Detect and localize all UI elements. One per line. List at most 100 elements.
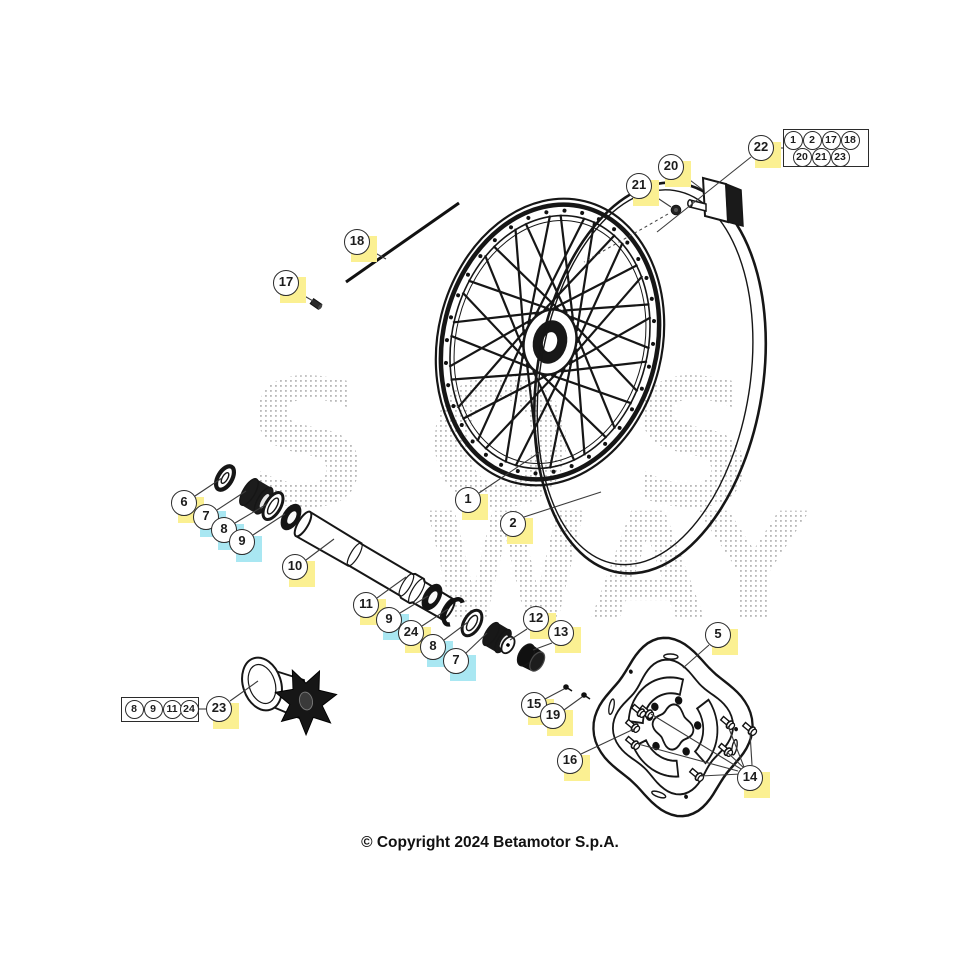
callout-9-front[interactable]: 9 — [229, 529, 262, 562]
spoke-line — [462, 374, 547, 420]
leader-line — [443, 621, 469, 641]
spoke-line — [575, 221, 596, 332]
spoke-line — [514, 367, 566, 467]
callout-22[interactable]: 22 — [748, 135, 781, 168]
callout-number: 2 — [500, 511, 526, 537]
hub-drawing — [241, 656, 338, 737]
spoke-line — [450, 334, 531, 369]
spoke-nipple-dot — [544, 210, 549, 215]
front-wheel-drawing — [434, 197, 666, 487]
spoke-nipple-dot — [459, 422, 464, 427]
callout-number: 9 — [376, 607, 402, 633]
spoke-line — [524, 222, 568, 314]
spoke-line — [548, 359, 573, 469]
leader-line — [580, 728, 635, 755]
spoke-line — [574, 325, 639, 393]
callout-number: 24 — [179, 699, 199, 719]
callout-21[interactable]: 21 — [626, 173, 659, 206]
leader-line — [727, 725, 745, 768]
callout-16[interactable]: 16 — [557, 748, 590, 781]
callout-number: 11 — [353, 592, 379, 618]
spoke-nipple-dot — [444, 338, 449, 343]
spoke-line — [484, 254, 524, 348]
spoke-nipple-dot — [612, 227, 617, 232]
group-box-top-right-item-21[interactable]: 21 — [811, 147, 831, 167]
group-box-bottom-left-item-9[interactable]: 9 — [143, 699, 163, 719]
spoke-nipple-dot — [526, 215, 531, 220]
rim-lock-nut — [670, 204, 682, 216]
group-box-top-right-item-23[interactable]: 23 — [830, 147, 850, 167]
screw-14 — [688, 767, 705, 782]
callout-23[interactable]: 23 — [206, 696, 239, 729]
callout-20[interactable]: 20 — [658, 154, 691, 187]
callout-number: 6 — [171, 490, 197, 516]
disc-band-inner-edge — [612, 658, 734, 796]
leader-line — [465, 632, 488, 654]
callout-number: 9 — [143, 699, 163, 719]
leader-line — [305, 538, 335, 561]
disc-bolt-hole — [674, 696, 683, 705]
spoke-nipple-dot — [533, 471, 538, 476]
callout-17[interactable]: 17 — [273, 270, 306, 303]
leader-line — [544, 688, 565, 700]
spoke-nipple-dot — [443, 360, 448, 365]
spoke-nipple-dot — [515, 469, 520, 474]
leader-line — [229, 680, 259, 702]
callout-12[interactable]: 12 — [523, 606, 556, 639]
spoke-nipple-dot — [649, 296, 654, 301]
callout-number: 18 — [840, 130, 860, 150]
group-box-bottom-left-item-8[interactable]: 8 — [124, 699, 144, 719]
spoke-line — [569, 315, 650, 350]
seal-6 — [213, 464, 237, 492]
callout-2[interactable]: 2 — [500, 511, 533, 544]
spoke-line — [553, 264, 638, 310]
callout-14[interactable]: 14 — [737, 765, 770, 798]
leader-line — [563, 696, 583, 711]
callout-6[interactable]: 6 — [171, 490, 204, 523]
callout-number: 19 — [540, 703, 566, 729]
spoke-nipple-drawing — [309, 297, 323, 311]
bearing-9-rear — [421, 583, 443, 611]
group-box-bottom-left-item-24[interactable]: 24 — [179, 699, 199, 719]
leader-line — [656, 156, 752, 233]
spoke-line — [476, 340, 524, 442]
callout-5[interactable]: 5 — [705, 622, 738, 655]
callout-10[interactable]: 10 — [282, 554, 315, 587]
callout-number: 16 — [557, 748, 583, 774]
spoke-nipple-dot — [551, 469, 556, 474]
cap-13 — [516, 643, 546, 672]
spoke-line — [452, 311, 540, 324]
spoke-line — [550, 374, 633, 405]
group-box-top-right-item-1[interactable]: 1 — [783, 130, 803, 150]
seal-8 — [261, 491, 285, 521]
disc-screws — [624, 703, 758, 782]
callout-number: 17 — [273, 270, 299, 296]
disc-band-dot — [734, 726, 739, 732]
callout-1[interactable]: 1 — [455, 487, 488, 520]
callout-13[interactable]: 13 — [548, 620, 581, 653]
group-box-top-right-item-18[interactable]: 18 — [840, 130, 860, 150]
leader-line — [421, 608, 449, 627]
spoke-nipple-dot — [562, 208, 567, 213]
callout-19[interactable]: 19 — [540, 703, 573, 736]
spoke-line — [448, 318, 532, 368]
spoke-nipple-dot — [470, 439, 475, 444]
group-box-top-right-item-20[interactable]: 20 — [792, 147, 812, 167]
spoke-nipple-dot — [580, 210, 585, 215]
spoke-nipple-dot — [636, 257, 641, 262]
spoke-line — [534, 217, 586, 317]
spoke-nipple-dot — [478, 254, 483, 259]
spoke-nipple-dot — [569, 464, 574, 469]
spoke-nipple-dot — [629, 407, 634, 412]
leader-line — [399, 595, 429, 614]
callout-number: 1 — [783, 130, 803, 150]
group-box-top-right-item-17[interactable]: 17 — [821, 130, 841, 150]
group-box-top-right-item-2[interactable]: 2 — [802, 130, 822, 150]
callout-7-rear[interactable]: 7 — [443, 648, 476, 681]
spoke-nipple-dot — [651, 341, 656, 346]
leader-line — [749, 732, 753, 766]
spoke-nipple-dot — [449, 315, 454, 320]
callout-18[interactable]: 18 — [344, 229, 377, 262]
